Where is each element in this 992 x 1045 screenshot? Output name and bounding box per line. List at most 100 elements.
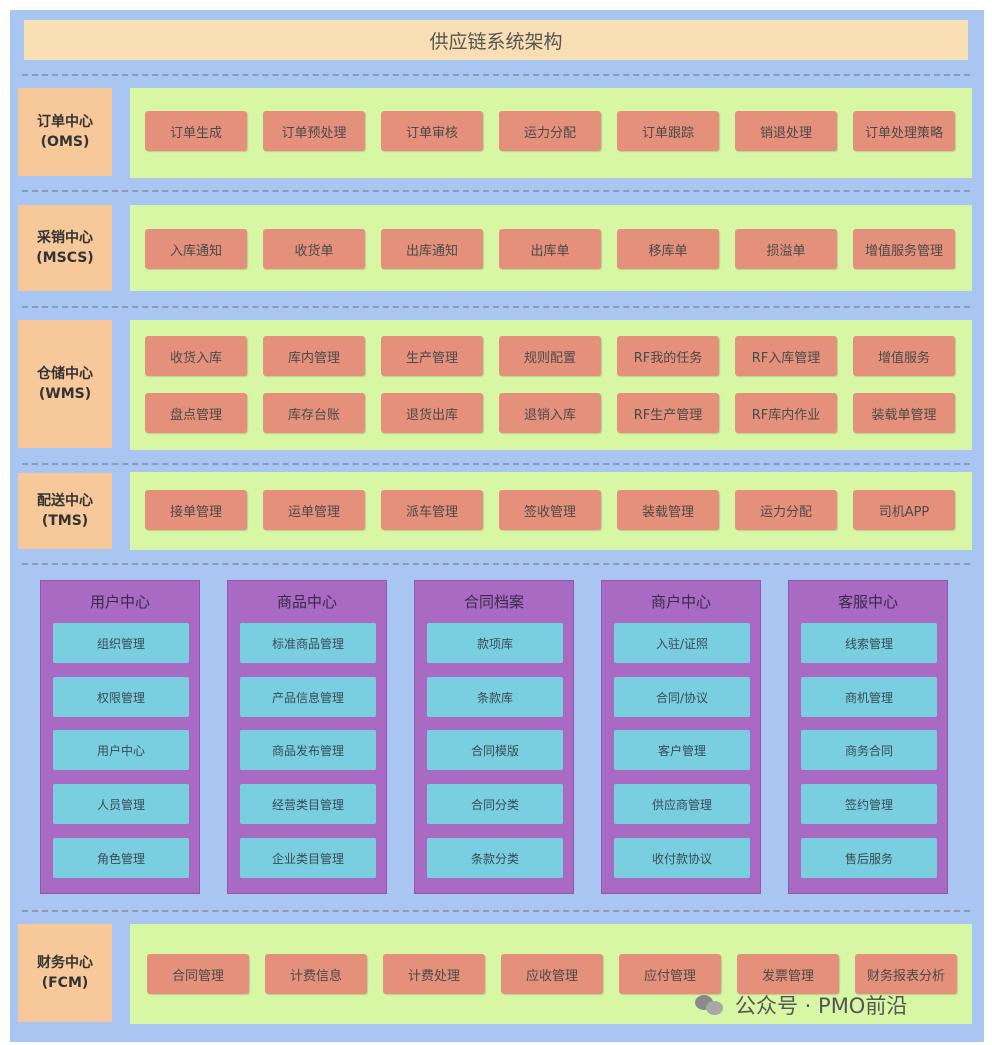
fcm-item: 财务报表分析 bbox=[855, 954, 957, 994]
column-title: 客服中心 bbox=[837, 593, 898, 611]
column-user-center: 用户中心 组织管理 权限管理 用户中心 人员管理 角色管理 bbox=[40, 580, 200, 894]
tms-item: 接单管理 bbox=[145, 490, 247, 530]
wms-item: 收货入库 bbox=[145, 336, 247, 376]
label-oms-code: (OMS) bbox=[40, 134, 90, 150]
label-fcm: 财务中心 (FCM) bbox=[18, 924, 112, 1022]
row-tms: 接单管理 运单管理 派车管理 签收管理 装载管理 运力分配 司机APP bbox=[130, 472, 972, 550]
fcm-item: 发票管理 bbox=[737, 954, 839, 994]
wms-item: RF入库管理 bbox=[735, 336, 837, 376]
oms-item: 订单跟踪 bbox=[617, 111, 719, 151]
watermark: 公众号 · PMO前沿 bbox=[695, 985, 907, 1025]
label-tms-name: 配送中心 bbox=[37, 493, 93, 509]
wms-item: 增值服务 bbox=[853, 336, 955, 376]
column-item: 角色管理 bbox=[53, 838, 189, 878]
label-tms: 配送中心 (TMS) bbox=[18, 473, 112, 549]
tms-item: 派车管理 bbox=[381, 490, 483, 530]
mscs-item: 移库单 bbox=[617, 229, 719, 269]
column-item: 入驻/证照 bbox=[614, 623, 750, 663]
wms-item: 库内管理 bbox=[263, 336, 365, 376]
tms-item: 司机APP bbox=[853, 490, 955, 530]
label-oms-name: 订单中心 bbox=[37, 114, 93, 130]
wms-item: 退货出库 bbox=[381, 393, 483, 433]
oms-item: 运力分配 bbox=[499, 111, 601, 151]
fcm-item: 应付管理 bbox=[619, 954, 721, 994]
label-oms: 订单中心 (OMS) bbox=[18, 88, 112, 176]
mscs-item: 出库通知 bbox=[381, 229, 483, 269]
mscs-item: 出库单 bbox=[499, 229, 601, 269]
oms-item: 订单生成 bbox=[145, 111, 247, 151]
label-tms-code: (TMS) bbox=[41, 513, 89, 529]
column-item: 组织管理 bbox=[53, 623, 189, 663]
label-fcm-code: (FCM) bbox=[41, 975, 89, 991]
column-item: 售后服务 bbox=[801, 838, 937, 878]
column-item: 合同分类 bbox=[427, 784, 563, 824]
wms-item: 生产管理 bbox=[381, 336, 483, 376]
wechat-icon bbox=[695, 993, 725, 1017]
column-product-center: 商品中心 标准商品管理 产品信息管理 商品发布管理 经营类目管理 企业类目管理 bbox=[227, 580, 387, 894]
wms-item: RF我的任务 bbox=[617, 336, 719, 376]
wms-item: 规则配置 bbox=[499, 336, 601, 376]
wms-item: RF生产管理 bbox=[617, 393, 719, 433]
watermark-text: 公众号 · PMO前沿 bbox=[735, 994, 908, 1018]
column-item: 人员管理 bbox=[53, 784, 189, 824]
column-item: 商机管理 bbox=[801, 677, 937, 717]
column-title: 用户中心 bbox=[89, 593, 150, 611]
oms-item: 订单预处理 bbox=[263, 111, 365, 151]
mscs-item: 损溢单 bbox=[735, 229, 837, 269]
divider bbox=[22, 190, 970, 192]
column-item: 线索管理 bbox=[801, 623, 937, 663]
label-mscs-name: 采销中心 bbox=[37, 230, 93, 246]
column-item: 用户中心 bbox=[53, 730, 189, 770]
wms-item: 退销入库 bbox=[499, 393, 601, 433]
wms-item: 装载单管理 bbox=[853, 393, 955, 433]
label-wms-code: (WMS) bbox=[38, 386, 92, 402]
column-item: 供应商管理 bbox=[614, 784, 750, 824]
row-mscs: 入库通知 收货单 出库通知 出库单 移库单 损溢单 增值服务管理 bbox=[130, 205, 972, 291]
tms-item: 装载管理 bbox=[617, 490, 719, 530]
fcm-item: 合同管理 bbox=[147, 954, 249, 994]
column-title: 合同档案 bbox=[463, 593, 524, 611]
column-item: 客户管理 bbox=[614, 730, 750, 770]
oms-item: 订单审核 bbox=[381, 111, 483, 151]
row-oms: 订单生成 订单预处理 订单审核 运力分配 订单跟踪 销退处理 订单处理策略 bbox=[130, 88, 972, 178]
label-wms: 仓储中心 (WMS) bbox=[18, 320, 112, 448]
column-item: 权限管理 bbox=[53, 677, 189, 717]
mscs-item: 收货单 bbox=[263, 229, 365, 269]
column-item: 合同模版 bbox=[427, 730, 563, 770]
fcm-item: 计费信息 bbox=[265, 954, 367, 994]
column-item: 商务合同 bbox=[801, 730, 937, 770]
tms-item: 签收管理 bbox=[499, 490, 601, 530]
label-mscs-code: (MSCS) bbox=[36, 250, 94, 266]
oms-item: 销退处理 bbox=[735, 111, 837, 151]
column-item: 经营类目管理 bbox=[240, 784, 376, 824]
column-item: 收付款协议 bbox=[614, 838, 750, 878]
diagram-title: 供应链系统架构 bbox=[24, 20, 968, 60]
oms-item: 订单处理策略 bbox=[853, 111, 955, 151]
column-item: 合同/协议 bbox=[614, 677, 750, 717]
column-item: 条款库 bbox=[427, 677, 563, 717]
column-item: 款项库 bbox=[427, 623, 563, 663]
tms-item: 运单管理 bbox=[263, 490, 365, 530]
wms-item: RF库内作业 bbox=[735, 393, 837, 433]
column-merchant-center: 商户中心 入驻/证照 合同/协议 客户管理 供应商管理 收付款协议 bbox=[601, 580, 761, 894]
column-title: 商品中心 bbox=[276, 593, 337, 611]
column-item: 条款分类 bbox=[427, 838, 563, 878]
column-contract-archive: 合同档案 款项库 条款库 合同模版 合同分类 条款分类 bbox=[414, 580, 574, 894]
column-item: 企业类目管理 bbox=[240, 838, 376, 878]
mscs-item: 增值服务管理 bbox=[853, 229, 955, 269]
wms-item: 盘点管理 bbox=[145, 393, 247, 433]
label-wms-name: 仓储中心 bbox=[37, 366, 93, 382]
divider bbox=[22, 563, 970, 565]
tms-item: 运力分配 bbox=[735, 490, 837, 530]
column-item: 商品发布管理 bbox=[240, 730, 376, 770]
mscs-item: 入库通知 bbox=[145, 229, 247, 269]
wms-item: 库存台账 bbox=[263, 393, 365, 433]
column-customer-service: 客服中心 线索管理 商机管理 商务合同 签约管理 售后服务 bbox=[788, 580, 948, 894]
divider bbox=[22, 910, 970, 912]
row-wms: 收货入库 库内管理 生产管理 规则配置 RF我的任务 RF入库管理 增值服务 盘… bbox=[130, 320, 972, 450]
fcm-item: 计费处理 bbox=[383, 954, 485, 994]
label-fcm-name: 财务中心 bbox=[37, 955, 93, 971]
divider bbox=[22, 306, 970, 308]
column-item: 产品信息管理 bbox=[240, 677, 376, 717]
label-mscs: 采销中心 (MSCS) bbox=[18, 205, 112, 291]
